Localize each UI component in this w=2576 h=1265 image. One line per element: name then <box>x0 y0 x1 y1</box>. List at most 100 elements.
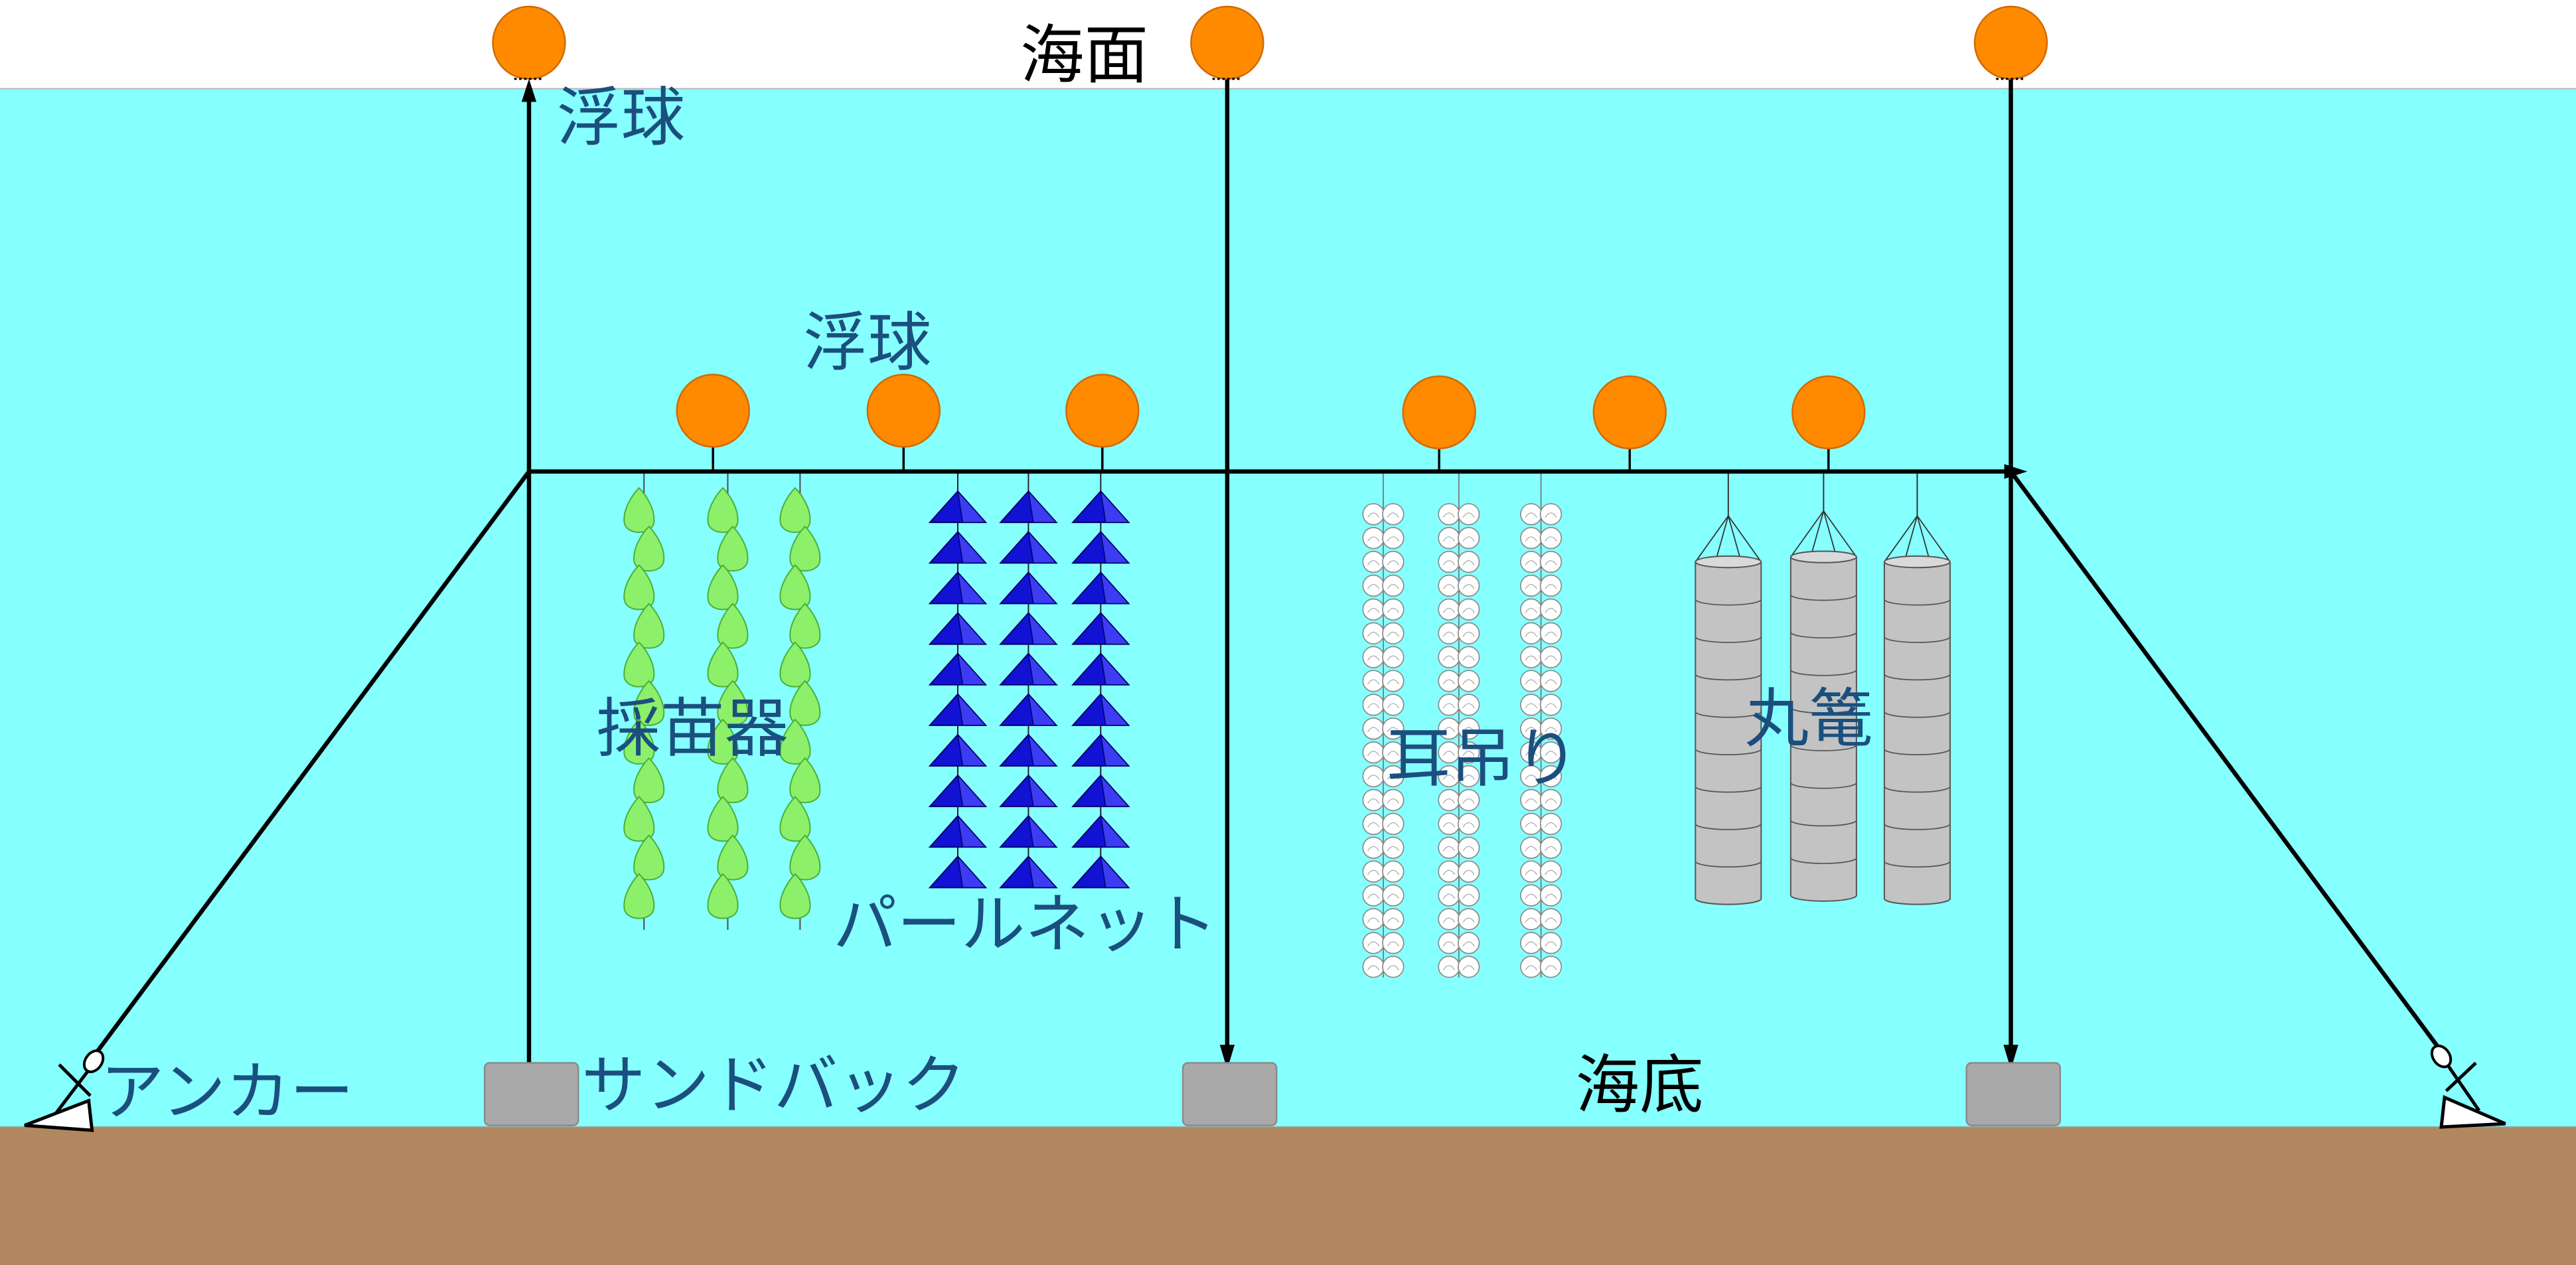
lantern-net-tier <box>1695 674 1762 681</box>
seed-collector-plate <box>789 834 821 881</box>
seabed-area <box>0 1127 2576 1265</box>
scallop-shell-rib <box>1387 536 1400 542</box>
seed-collector-plate <box>623 796 655 842</box>
seed-collector-plate <box>779 486 811 533</box>
pearl-net-face <box>956 571 987 605</box>
lantern-net-tier <box>1884 786 1951 793</box>
pearl-net-face <box>956 692 987 726</box>
scallop-shell-rib <box>1442 679 1456 685</box>
sandbag-label: サンドバック <box>581 1047 966 1122</box>
lantern-net-tier <box>1695 823 1762 830</box>
pearl-net-face <box>1100 692 1130 726</box>
scallop-shell-rib <box>1442 917 1456 923</box>
scallop-shell <box>1438 574 1460 597</box>
lantern-net-group <box>1695 471 1951 905</box>
scallop-shell-rib <box>1387 822 1400 828</box>
scallop-shell <box>1382 765 1404 788</box>
pearl-net-face <box>1100 652 1130 686</box>
scallop-shell <box>1362 694 1385 716</box>
pearl-net-face <box>956 855 987 889</box>
lantern-net-bridle <box>1884 515 1918 563</box>
pearl-net-face <box>956 733 987 767</box>
scallop-shell-rib <box>1387 917 1400 923</box>
scallop-shell <box>1438 646 1460 668</box>
scallop-shell <box>1438 884 1460 907</box>
scallop-shell <box>1362 598 1385 621</box>
scallop-shell <box>1362 741 1385 764</box>
seed-collector-plate <box>707 564 739 611</box>
pearl-net-face <box>956 652 987 686</box>
scallop-shell-rib <box>1442 798 1456 804</box>
pearl-net-face <box>1027 530 1058 564</box>
pearl-net-face <box>1100 611 1130 645</box>
arrowhead-up <box>521 78 537 102</box>
scallop-shell <box>1458 860 1480 883</box>
scallop-shell <box>1458 646 1480 668</box>
scallop-shell <box>1382 812 1404 836</box>
seed-collector-plate <box>789 603 821 649</box>
arrowhead-right <box>2004 464 2028 479</box>
scallop-shell-rib <box>1545 941 1557 947</box>
scallop-shell <box>1520 908 1543 930</box>
scallop-shell <box>1362 812 1385 836</box>
seed-collector-plate <box>779 718 811 765</box>
scallop-shell-rib <box>1462 893 1475 899</box>
lantern-net-bridle <box>1728 515 1762 563</box>
scallop-shell <box>1362 765 1385 788</box>
lantern-net-tier <box>1790 632 1857 638</box>
anchor-stock <box>2445 1061 2477 1092</box>
scallop-shell-rib <box>1462 655 1475 661</box>
scallop-shell-rib <box>1442 775 1456 780</box>
scallop-shell <box>1458 812 1480 836</box>
sky-background <box>0 0 2576 89</box>
scallop-shell-rib <box>1387 869 1400 875</box>
lantern-net-bridle <box>1823 510 1836 552</box>
scallop-shell-rib <box>1387 941 1400 947</box>
scallop-shell-rib <box>1462 560 1475 565</box>
scallop-shell <box>1362 908 1385 930</box>
scallop-shell <box>1438 932 1460 954</box>
scallop-shell-rib <box>1545 893 1557 899</box>
lantern-net-tier <box>1695 599 1762 606</box>
lantern-net-tier <box>1884 599 1951 606</box>
lantern-net-top-ring <box>1695 555 1762 569</box>
scallop-shell-rib <box>1442 965 1456 971</box>
scallop-shell-rib <box>1525 775 1538 780</box>
lantern-net-tier <box>1790 820 1857 827</box>
anchor-label: アンカー <box>100 1054 354 1129</box>
scallop-shell-rib <box>1387 560 1400 565</box>
scallop-shell <box>1362 503 1385 526</box>
lantern-net-top-ring <box>1883 555 1951 569</box>
scallop-shell <box>1458 598 1480 621</box>
pearl-net-face <box>1027 855 1058 889</box>
scallop-shell-rib <box>1525 917 1538 923</box>
scallop-shell-rib <box>1367 798 1380 804</box>
scallop-shell-rib <box>1545 655 1557 661</box>
scallop-shell <box>1382 860 1404 883</box>
scallop-shell-rib <box>1387 583 1400 589</box>
surface-float <box>492 5 566 80</box>
lantern-net-top-ring <box>1789 550 1857 563</box>
seed-collector-plate <box>623 564 655 611</box>
mooring-ropes <box>92 78 2443 1065</box>
seed-collector-plate <box>717 834 749 881</box>
scallop-shell <box>1362 717 1385 740</box>
scallop-shell-rib <box>1367 655 1380 661</box>
scallop-shell <box>1520 836 1543 859</box>
scallop-shell <box>1458 765 1480 788</box>
scallop-shell-rib <box>1367 727 1380 733</box>
midwater-floats <box>676 374 1866 472</box>
scallop-shell <box>1539 574 1562 597</box>
scallop-shell-rib <box>1525 798 1538 804</box>
arrowheads <box>521 78 2028 1070</box>
scallop-shell <box>1382 646 1404 668</box>
scallop-shell-rib <box>1442 703 1456 709</box>
scallop-shell <box>1458 741 1480 764</box>
scallop-shell <box>1382 694 1404 716</box>
scallop-shell-rib <box>1462 941 1475 947</box>
pearl-net-face <box>1100 855 1130 889</box>
scallop-shell <box>1438 836 1460 859</box>
scallop-shell-rib <box>1545 775 1557 780</box>
pearl-net-group <box>928 471 1130 889</box>
lantern-net-tier <box>1884 749 1951 755</box>
